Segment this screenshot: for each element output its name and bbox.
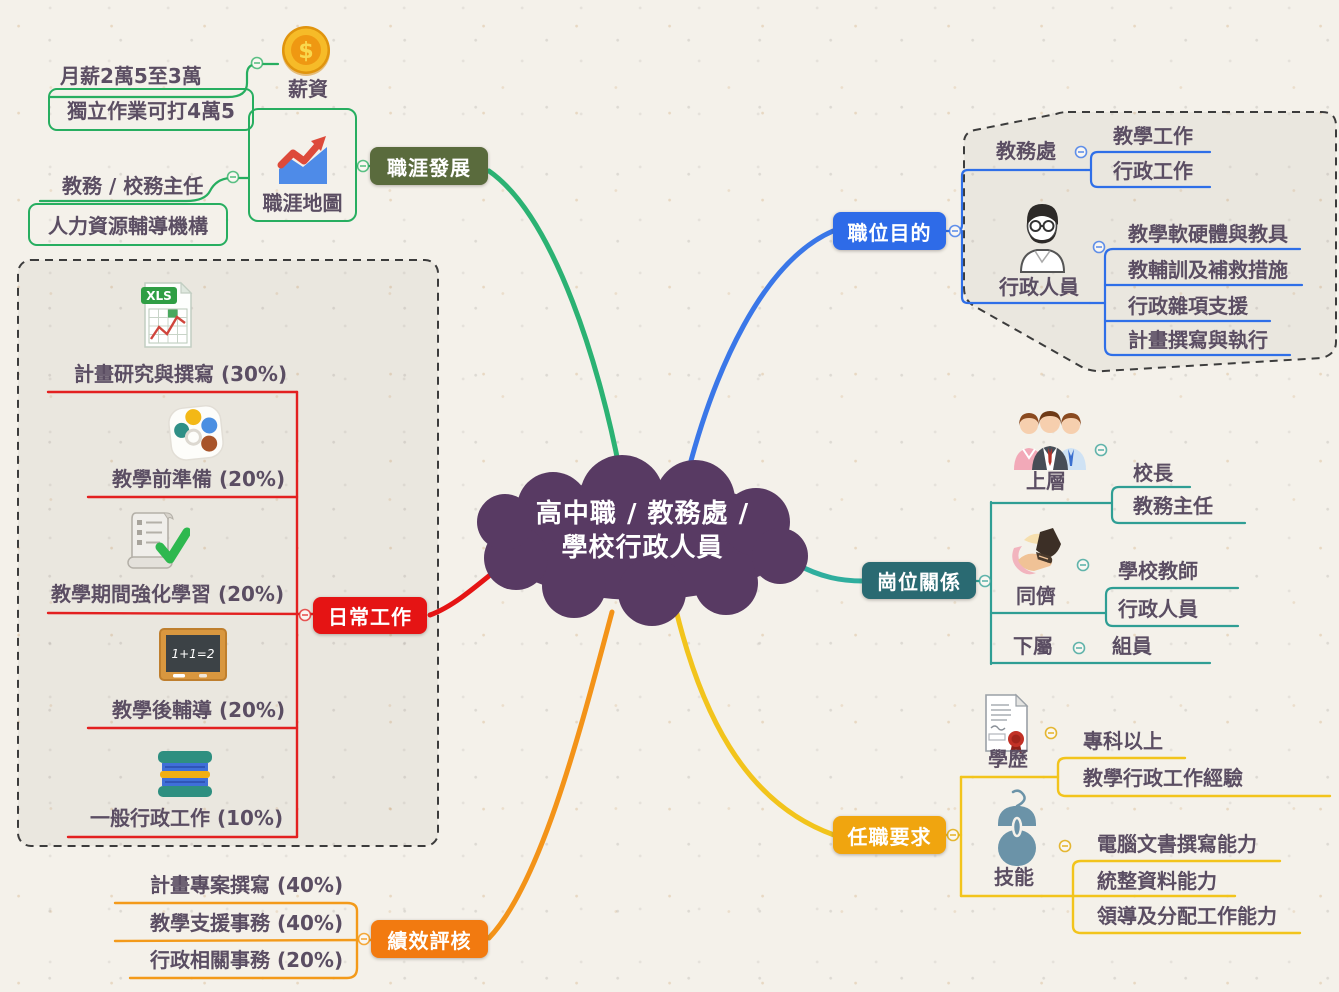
career-curve xyxy=(486,168,623,475)
require-curve xyxy=(673,607,837,838)
perform-connectors xyxy=(113,901,373,980)
topic-upper-item-2[interactable]: 教務主任 xyxy=(1133,494,1213,518)
handshake-icon xyxy=(1006,526,1066,586)
topic-skill-item-1[interactable]: 電腦文書撰寫能力 xyxy=(1097,832,1257,856)
daily-connectors xyxy=(46,390,315,839)
palette-icon xyxy=(162,403,228,463)
people-group-icon xyxy=(1010,410,1090,470)
branch-label-career[interactable]: 職涯發展 xyxy=(370,147,488,185)
topic-staff-item-4[interactable]: 計畫撰寫與執行 xyxy=(1128,328,1268,352)
center-cloud[interactable] xyxy=(477,455,808,626)
topic-peer-item-2[interactable]: 行政人員 xyxy=(1118,597,1198,621)
topic-sub[interactable]: 下屬 xyxy=(1013,634,1053,658)
branch-label-perform[interactable]: 績效評核 xyxy=(371,920,488,958)
topic-staff-item-1[interactable]: 教學軟硬體與教具 xyxy=(1128,222,1288,246)
collapse-icon[interactable] xyxy=(946,726,1072,853)
topic-edu-item-2[interactable]: 教學行政工作經驗 xyxy=(1083,766,1243,790)
branch-label-require[interactable]: 任職要求 xyxy=(833,816,946,854)
mouse-icon xyxy=(993,788,1041,868)
topic-edu-item-1[interactable]: 專科以上 xyxy=(1083,729,1163,753)
central-topic[interactable]: 高中職 / 教務處 / 學校行政人員 xyxy=(505,497,780,565)
topic-office-item-2[interactable]: 行政工作 xyxy=(1113,159,1193,183)
topic-skill[interactable]: 技能 xyxy=(994,865,1034,889)
topic-perform-item-3[interactable]: 行政相關事務 (20%) xyxy=(150,948,344,972)
collapse-icon[interactable] xyxy=(357,932,371,946)
collapse-icon[interactable] xyxy=(948,145,1106,254)
collapse-icons xyxy=(226,56,1108,946)
coin-icon: $ xyxy=(280,25,332,77)
topic-peer[interactable]: 同儕 xyxy=(1016,584,1056,608)
topic-career-map-label: 職涯地圖 xyxy=(262,191,343,215)
topic-daily-item-1[interactable]: 計畫研究與撰寫 (30%) xyxy=(74,362,288,386)
xls-file-icon: XLS xyxy=(139,279,196,351)
topic-career-map[interactable]: 職涯地圖 xyxy=(248,108,357,222)
relations-connectors xyxy=(974,485,1247,666)
trend-chart-icon xyxy=(276,133,330,187)
topic-perform-item-1[interactable]: 計畫專案撰寫 (40%) xyxy=(150,873,344,897)
man-avatar-icon xyxy=(1013,199,1072,273)
coin-symbol: $ xyxy=(298,39,313,64)
require-connectors xyxy=(944,756,1332,935)
topic-staff[interactable]: 行政人員 xyxy=(999,275,1079,299)
topic-salary-item-1[interactable]: 月薪2萬5至3萬 xyxy=(60,64,202,88)
central-topic-line2: 學校行政人員 xyxy=(561,533,724,563)
position-purpose-boundary xyxy=(963,111,1337,373)
certificate-icon xyxy=(983,692,1031,755)
topic-staff-item-2[interactable]: 教輔訓及補救措施 xyxy=(1128,258,1288,282)
topic-daily-item-2[interactable]: 教學前準備 (20%) xyxy=(112,467,286,491)
topic-upper-item-1[interactable]: 校長 xyxy=(1133,461,1173,485)
branch-label-relations[interactable]: 崗位關係 xyxy=(862,562,976,599)
topic-office-item-1[interactable]: 教學工作 xyxy=(1113,124,1193,148)
xls-label: XLS xyxy=(146,289,172,303)
topic-perform-item-2[interactable]: 教學支援事務 (40%) xyxy=(150,911,344,935)
topic-skill-item-2[interactable]: 統整資料能力 xyxy=(1097,869,1217,893)
collapse-icon[interactable] xyxy=(226,56,370,184)
topic-map-item-1[interactable]: 教務 / 校務主任 xyxy=(62,174,204,198)
books-stack-icon xyxy=(155,741,215,798)
topic-skill-item-3[interactable]: 領導及分配工作能力 xyxy=(1097,904,1277,928)
topic-daily-item-5[interactable]: 一般行政工作 (10%) xyxy=(90,806,284,830)
central-topic-line1: 高中職 / 教務處 / xyxy=(535,499,750,529)
branch-label-purpose[interactable]: 職位目的 xyxy=(833,212,946,250)
perform-curve xyxy=(486,609,615,941)
collapse-icon[interactable] xyxy=(978,443,1108,655)
purpose-curve xyxy=(685,228,836,475)
checklist-scroll-icon xyxy=(122,507,192,577)
topic-salary-item-2[interactable]: 獨立作業可打4萬5 xyxy=(48,88,254,131)
daily-work-boundary xyxy=(17,259,439,847)
branch-label-daily[interactable]: 日常工作 xyxy=(313,597,427,634)
topic-office[interactable]: 教務處 xyxy=(996,139,1056,163)
topic-staff-item-3[interactable]: 行政雜項支援 xyxy=(1128,294,1248,318)
topic-daily-item-4[interactable]: 教學後輔導 (20%) xyxy=(112,698,286,722)
topic-edu[interactable]: 學歷 xyxy=(988,747,1028,771)
blackboard-formula: 1+1=2 xyxy=(171,647,214,661)
topic-peer-item-1[interactable]: 學校教師 xyxy=(1118,559,1198,583)
blackboard-icon: 1+1=2 xyxy=(159,628,227,684)
topic-map-item-2[interactable]: 人力資源輔導機構 xyxy=(28,203,228,246)
collapse-icon[interactable] xyxy=(298,608,312,622)
topic-upper[interactable]: 上層 xyxy=(1026,469,1066,493)
topic-salary[interactable]: 薪資 xyxy=(288,77,328,101)
topic-daily-item-3[interactable]: 教學期間強化學習 (20%) xyxy=(51,582,285,606)
topic-sub-item-1[interactable]: 組員 xyxy=(1112,634,1152,658)
main-branch-curves xyxy=(427,168,866,941)
